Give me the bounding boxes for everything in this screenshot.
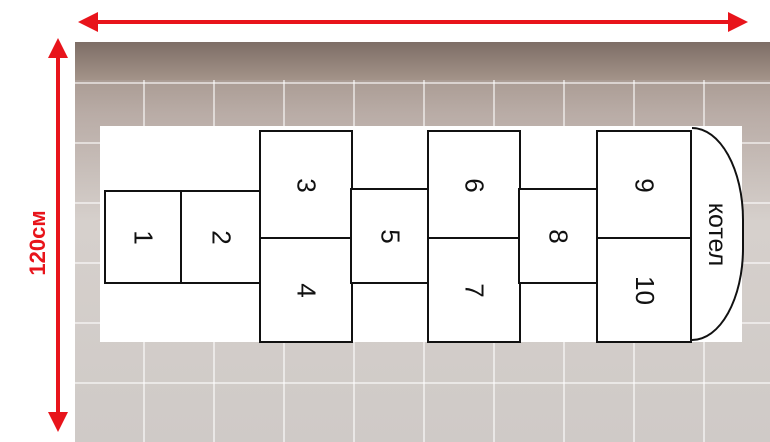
width-arrow-right-head [728,12,748,32]
height-label: 120см [25,203,51,283]
cell-2: 2 [180,190,262,284]
cell-5: 5 [350,188,430,284]
cell-9: 9 [596,130,692,240]
cell-6: 6 [427,130,521,240]
height-arrow-bottom-head [48,412,68,432]
cell-7: 7 [427,237,521,343]
height-arrow-top-head [48,38,68,58]
cell-3: 3 [259,130,353,240]
cell-8: 8 [518,188,598,284]
width-arrow-left-head [78,12,98,32]
cell-10: 10 [596,237,692,343]
cell-4: 4 [259,237,353,343]
cell-1: 1 [104,190,182,284]
